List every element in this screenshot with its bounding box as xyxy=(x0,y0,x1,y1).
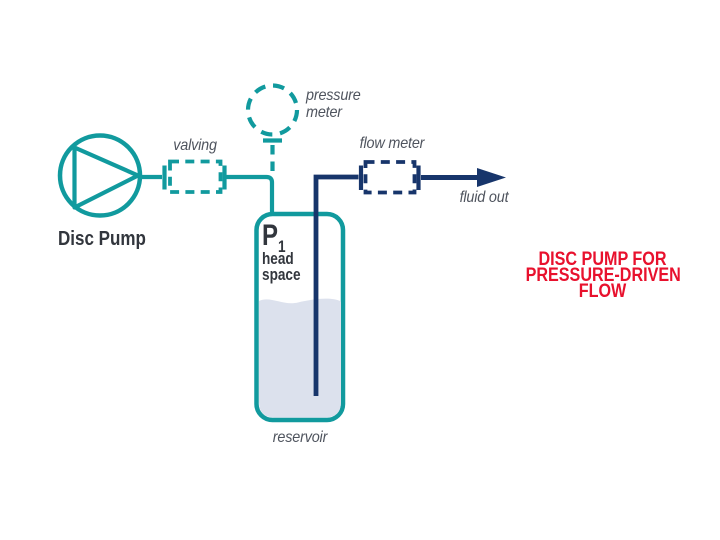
reservoir-label: reservoir xyxy=(272,429,328,446)
fluid-out-label: fluid out xyxy=(459,189,509,206)
pump-circle xyxy=(57,133,143,218)
pipe-valve-to-reservoir xyxy=(226,174,275,216)
pressure-meter-label: pressure meter xyxy=(306,87,361,121)
diagram-title-line-3: FLOW xyxy=(578,281,627,302)
valving-label: valving xyxy=(173,137,217,154)
dip-tube-pipe xyxy=(313,174,359,396)
flow-meter-label: flow meter xyxy=(359,135,425,152)
diagram-title: DISC PUMP FOR PRESSURE-DRIVEN FLOW xyxy=(525,249,681,302)
pressure-subscript: 1 xyxy=(278,237,286,256)
headspace-label: head space xyxy=(262,249,301,284)
valve-box xyxy=(168,159,223,194)
flow-meter-box xyxy=(363,160,417,195)
pump-triangle-icon xyxy=(72,145,141,210)
headspace-pressure-label: P1 xyxy=(262,219,286,257)
disc-pump-label: Disc Pump xyxy=(58,228,146,250)
pressure-symbol: P xyxy=(262,219,279,252)
diagram-title-line-2: PRESSURE-DRIVEN xyxy=(525,265,681,286)
fluid-out-arrowhead-icon xyxy=(477,168,506,187)
diagram-title-line-1: DISC PUMP FOR xyxy=(538,249,667,270)
pressure-meter-circle xyxy=(245,83,300,137)
reservoir-liquid xyxy=(259,298,341,418)
